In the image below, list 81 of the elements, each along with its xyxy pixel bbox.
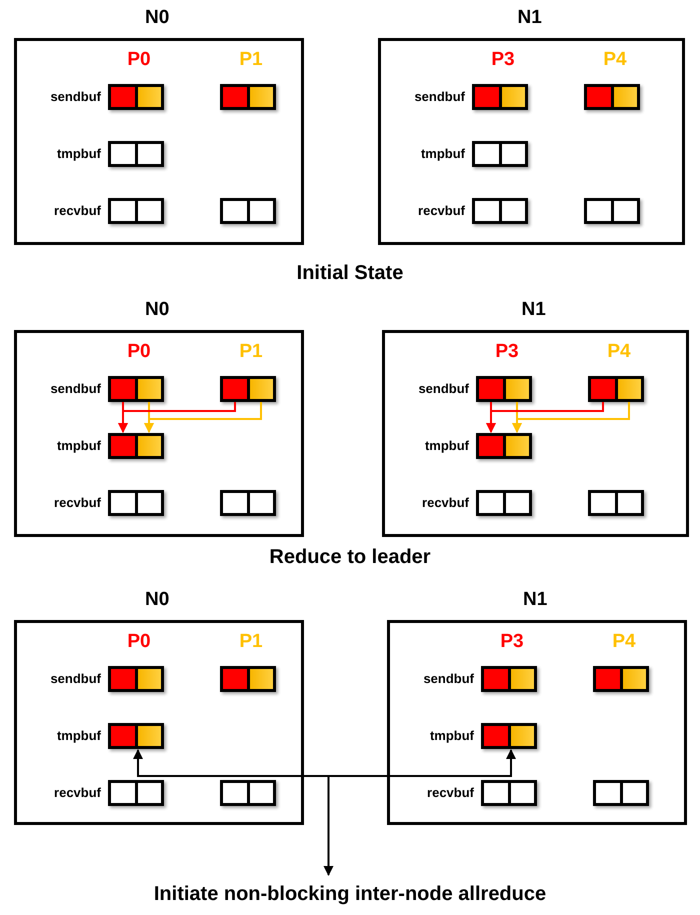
process-label: P1 (238, 49, 264, 71)
buffer-label: sendbuf (49, 380, 101, 398)
buffer-cells (108, 198, 164, 224)
node-box (382, 330, 689, 537)
caption-text: Initiate non-blocking inter-node allreduce (0, 883, 700, 906)
node-title: N0 (145, 7, 170, 29)
buffer-cells (476, 490, 532, 516)
panel-caption: Reduce to leader (268, 546, 432, 569)
buffer-label: tmpbuf (56, 145, 101, 163)
buffer-label: tmpbuf (56, 727, 101, 745)
process-label: P4 (611, 631, 637, 653)
buffer-label: tmpbuf (424, 437, 469, 455)
buffer-label: sendbuf (49, 670, 101, 688)
process-label: P1 (238, 631, 264, 653)
node-title: N1 (523, 589, 548, 611)
buffer-cells (472, 84, 528, 110)
node-title: N1 (518, 7, 542, 29)
buffer-cells (108, 723, 164, 749)
buffer-label: recvbuf (53, 202, 101, 220)
arrow (486, 402, 604, 433)
arrow (324, 776, 334, 876)
buffer-label: tmpbuf (428, 727, 474, 745)
process-label: P3 (490, 49, 516, 71)
buffer-label: sendbuf (49, 88, 101, 106)
node-box (14, 38, 304, 245)
buffer-label: tmpbuf (420, 145, 465, 163)
buffer-label: recvbuf (417, 202, 465, 220)
buffer-label: recvbuf (53, 784, 101, 802)
buffer-label: tmpbuf (56, 437, 101, 455)
buffer-cells (476, 433, 532, 459)
node-box (387, 620, 687, 825)
panel-caption: Initial State (296, 262, 404, 285)
buffer-cells (220, 84, 276, 110)
buffer-label: recvbuf (426, 784, 474, 802)
node-box (378, 38, 685, 245)
buffer-cells (220, 376, 276, 402)
process-label: P3 (494, 341, 520, 363)
buffer-cells (220, 490, 276, 516)
process-label: P0 (126, 341, 152, 363)
node-title: N0 (145, 589, 170, 611)
buffer-cells (220, 666, 276, 692)
buffer-cells (220, 780, 276, 806)
process-label: P3 (499, 631, 525, 653)
buffer-cells (108, 780, 164, 806)
buffer-cells (584, 84, 640, 110)
buffer-cells (593, 666, 649, 692)
process-label: P0 (126, 49, 152, 71)
node-box (14, 330, 304, 537)
buffer-label: sendbuf (417, 380, 469, 398)
buffer-cells (108, 666, 164, 692)
buffer-cells (476, 376, 532, 402)
process-label: P4 (606, 341, 632, 363)
buffer-cells (588, 376, 644, 402)
buffer-label: recvbuf (421, 494, 469, 512)
buffer-cells (481, 780, 537, 806)
buffer-cells (472, 198, 528, 224)
node-box (14, 620, 304, 825)
buffer-cells (472, 141, 528, 167)
process-label: P1 (238, 341, 264, 363)
buffer-cells (593, 780, 649, 806)
arrow (512, 402, 630, 433)
buffer-label: sendbuf (413, 88, 465, 106)
node-title: N0 (145, 299, 170, 321)
buffer-cells (108, 376, 164, 402)
buffer-cells (108, 433, 164, 459)
arrow (118, 402, 236, 433)
buffer-cells (588, 490, 644, 516)
arrow (133, 749, 516, 777)
buffer-cells (108, 84, 164, 110)
process-label: P0 (126, 631, 152, 653)
buffer-cells (584, 198, 640, 224)
buffer-label: recvbuf (53, 494, 101, 512)
process-label: P4 (602, 49, 628, 71)
arrow (144, 402, 262, 433)
buffer-cells (220, 198, 276, 224)
buffer-cells (481, 723, 537, 749)
buffer-label: sendbuf (422, 670, 474, 688)
buffer-cells (108, 141, 164, 167)
buffer-cells (481, 666, 537, 692)
node-title: N1 (522, 299, 546, 321)
buffer-cells (108, 490, 164, 516)
